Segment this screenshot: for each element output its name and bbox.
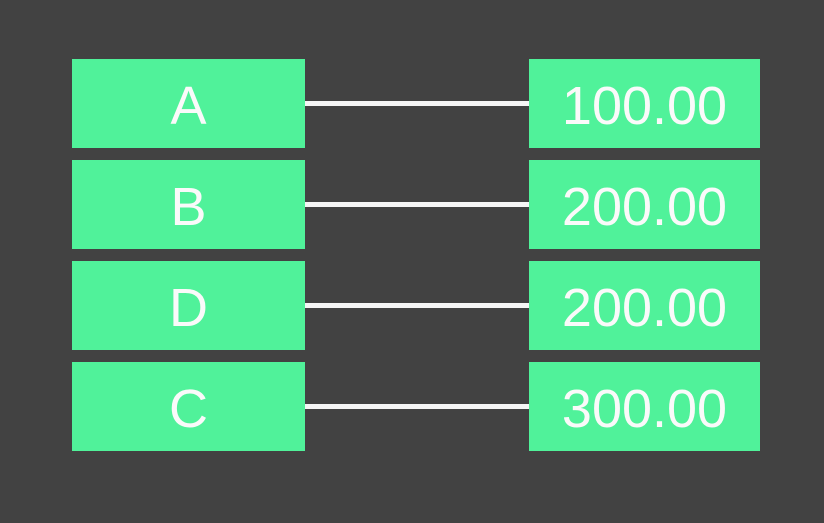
- connector-line: [305, 202, 529, 207]
- diagram-row: C 300.00: [0, 362, 824, 451]
- value-node-a: 100.00: [529, 59, 760, 148]
- key-label: B: [170, 176, 207, 237]
- value-label: 300.00: [561, 378, 728, 439]
- key-node-b: B: [72, 160, 305, 249]
- value-label: 200.00: [561, 176, 728, 237]
- key-label: C: [169, 378, 208, 439]
- diagram-row: D 200.00: [0, 261, 824, 350]
- key-node-c: C: [72, 362, 305, 451]
- connector-line: [305, 101, 529, 106]
- value-node-d: 200.00: [529, 261, 760, 350]
- key-node-d: D: [72, 261, 305, 350]
- value-label: 200.00: [561, 277, 728, 338]
- diagram-row: B 200.00: [0, 160, 824, 249]
- connector-line: [305, 404, 529, 409]
- key-label: A: [170, 75, 207, 136]
- diagram-row: A 100.00: [0, 59, 824, 148]
- key-node-a: A: [72, 59, 305, 148]
- value-label: 100.00: [561, 75, 728, 136]
- connector-line: [305, 303, 529, 308]
- value-node-c: 300.00: [529, 362, 760, 451]
- value-node-b: 200.00: [529, 160, 760, 249]
- key-label: D: [169, 277, 208, 338]
